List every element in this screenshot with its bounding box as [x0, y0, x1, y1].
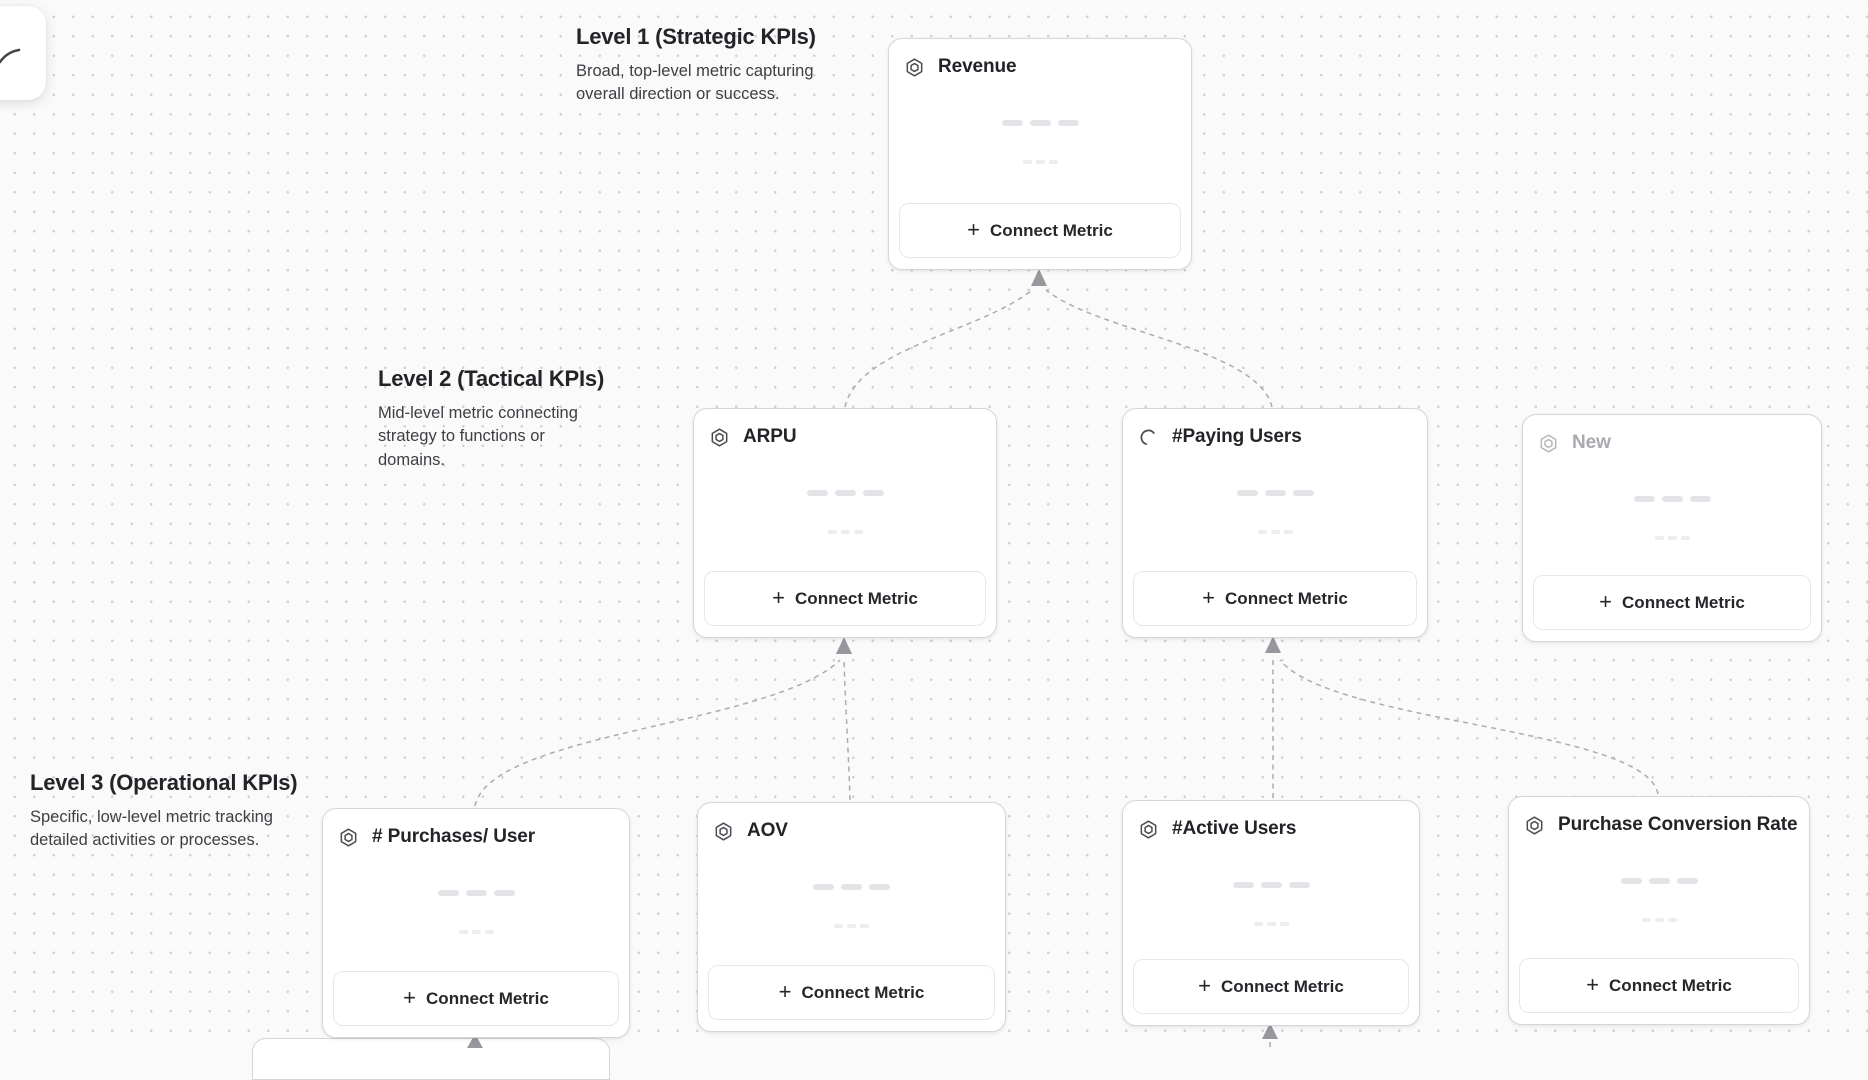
- metric-placeholder: [698, 884, 1005, 890]
- card-title: Revenue: [938, 56, 1017, 77]
- level-2-description: Mid-level metric connecting strategy to …: [378, 404, 578, 469]
- metric-placeholder: [889, 120, 1191, 126]
- card-title: ARPU: [743, 426, 797, 447]
- level-2-label: Level 2 (Tactical KPIs) Mid-level metric…: [378, 366, 604, 472]
- metric-placeholder: [1123, 922, 1419, 926]
- level-1-description: Broad, top-level metric capturing overal…: [576, 62, 814, 104]
- card-header: #Paying Users: [1123, 409, 1427, 448]
- card-title: AOV: [747, 820, 788, 841]
- card-header: ARPU: [694, 409, 996, 448]
- connect-metric-button[interactable]: + Connect Metric: [1133, 571, 1417, 626]
- metric-hexagon-icon: [1524, 815, 1545, 836]
- card-header: AOV: [698, 803, 1005, 842]
- connect-metric-label: Connect Metric: [795, 588, 918, 608]
- card-title: Purchase Conversion Rate: [1558, 814, 1798, 835]
- plus-icon: +: [1198, 972, 1212, 998]
- metric-hexagon-icon: [713, 821, 734, 842]
- connect-metric-label: Connect Metric: [1221, 976, 1344, 996]
- metric-placeholder: [323, 890, 629, 896]
- card-header: Revenue: [889, 39, 1191, 78]
- connect-metric-label: Connect Metric: [990, 220, 1113, 240]
- plus-icon: +: [1586, 971, 1600, 997]
- connect-metric-button[interactable]: + Connect Metric: [1519, 958, 1799, 1013]
- metric-placeholder: [323, 930, 629, 934]
- metric-card-revenue[interactable]: Revenue + Connect Metric: [888, 38, 1192, 270]
- plus-icon: +: [967, 216, 981, 242]
- metric-card-partial-bottom[interactable]: [252, 1038, 610, 1080]
- metric-card-new[interactable]: New + Connect Metric: [1522, 414, 1822, 642]
- metric-card-paying-users[interactable]: #Paying Users + Connect Metric: [1122, 408, 1428, 638]
- loading-spinner-icon: [1138, 427, 1159, 448]
- metric-placeholder: [1123, 882, 1419, 888]
- card-header: Purchase Conversion Rate: [1509, 797, 1809, 836]
- plus-icon: +: [1202, 584, 1216, 610]
- metric-hexagon-icon: [904, 57, 925, 78]
- level-2-title: Level 2 (Tactical KPIs): [378, 366, 605, 391]
- connect-metric-button[interactable]: + Connect Metric: [333, 971, 619, 1026]
- connect-metric-button[interactable]: + Connect Metric: [1533, 575, 1811, 630]
- cursor-tool-icon: [0, 48, 21, 64]
- connect-metric-label: Connect Metric: [1225, 588, 1348, 608]
- card-title: # Purchases/ User: [372, 826, 536, 847]
- card-title: #Active Users: [1172, 818, 1297, 839]
- level-3-title: Level 3 (Operational KPIs): [30, 770, 298, 795]
- metric-card-arpu[interactable]: ARPU + Connect Metric: [693, 408, 997, 638]
- card-header: # Purchases/ User: [323, 809, 629, 848]
- plus-icon: +: [778, 978, 792, 1004]
- level-3-label: Level 3 (Operational KPIs) Specific, low…: [30, 770, 298, 853]
- level-1-label: Level 1 (Strategic KPIs) Broad, top-leve…: [576, 24, 826, 107]
- metric-placeholder: [694, 490, 996, 496]
- metric-placeholder: [698, 924, 1005, 928]
- canvas-tool-button[interactable]: [0, 6, 46, 100]
- metric-placeholder: [1523, 496, 1821, 502]
- connect-metric-label: Connect Metric: [1609, 975, 1732, 995]
- metric-placeholder: [1509, 918, 1809, 922]
- card-header: #Active Users: [1123, 801, 1419, 840]
- metric-hexagon-icon: [338, 827, 359, 848]
- metric-placeholder: [694, 530, 996, 534]
- metric-hexagon-icon: [1538, 433, 1559, 454]
- level-3-description: Specific, low-level metric tracking deta…: [30, 808, 273, 850]
- metric-placeholder: [889, 160, 1191, 164]
- connect-metric-button[interactable]: + Connect Metric: [704, 571, 986, 626]
- metric-placeholder: [1509, 878, 1809, 884]
- metric-hexagon-icon: [709, 427, 730, 448]
- metric-card-aov[interactable]: AOV + Connect Metric: [697, 802, 1006, 1032]
- plus-icon: +: [772, 584, 786, 610]
- plus-icon: +: [403, 984, 417, 1010]
- connect-metric-label: Connect Metric: [801, 982, 925, 1002]
- card-title: New: [1572, 432, 1611, 453]
- card-header: New: [1523, 415, 1821, 454]
- metric-card-active-users[interactable]: #Active Users + Connect Metric: [1122, 800, 1420, 1026]
- metric-card-purchase-conversion-rate[interactable]: Purchase Conversion Rate + Connect Metri…: [1508, 796, 1810, 1025]
- connect-metric-button[interactable]: + Connect Metric: [899, 203, 1181, 258]
- metric-placeholder: [1123, 490, 1427, 496]
- card-title: #Paying Users: [1172, 426, 1302, 447]
- connect-metric-button[interactable]: + Connect Metric: [1133, 959, 1409, 1014]
- connect-metric-label: Connect Metric: [1622, 592, 1745, 612]
- plus-icon: +: [1599, 588, 1613, 614]
- metric-placeholder: [1123, 530, 1427, 534]
- level-1-title: Level 1 (Strategic KPIs): [576, 24, 816, 49]
- metric-placeholder: [1523, 536, 1821, 540]
- connect-metric-button[interactable]: + Connect Metric: [708, 965, 995, 1020]
- connect-metric-label: Connect Metric: [426, 988, 549, 1008]
- metric-hexagon-icon: [1138, 819, 1159, 840]
- metric-card-purchases-per-user[interactable]: # Purchases/ User + Connect Metric: [322, 808, 630, 1038]
